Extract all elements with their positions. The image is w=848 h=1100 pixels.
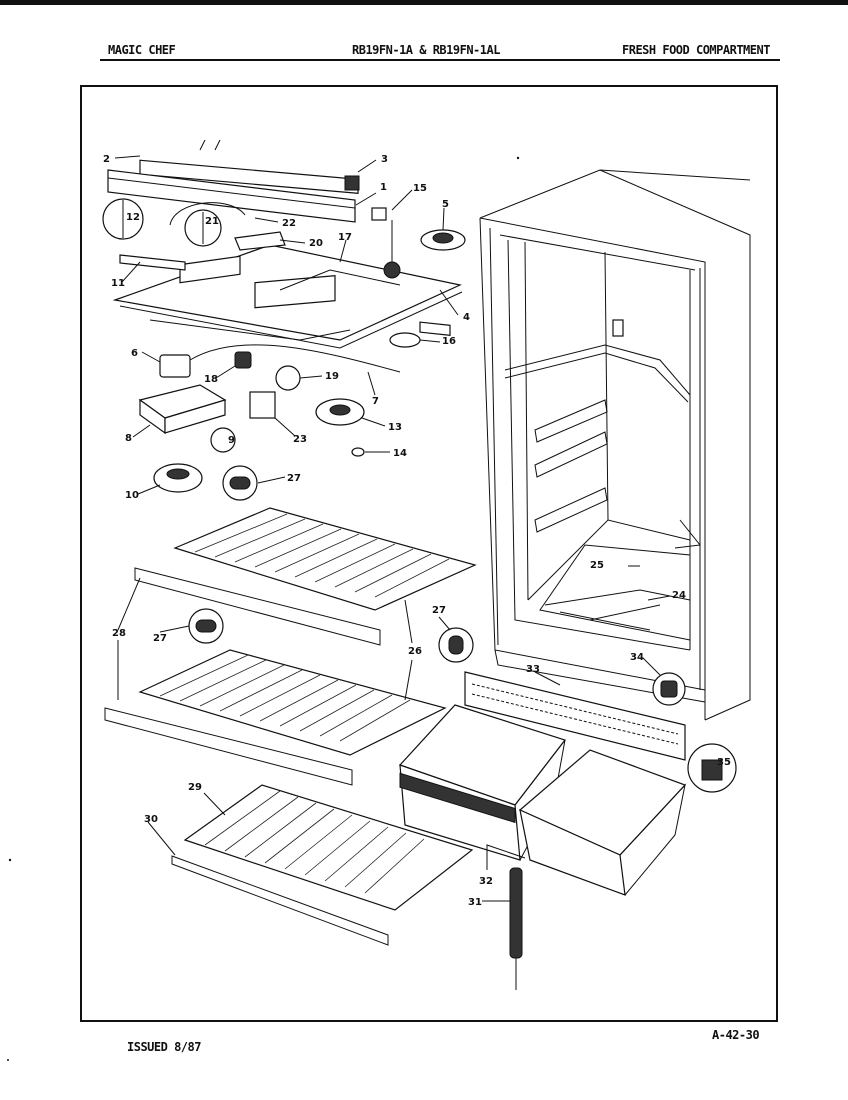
fan-motor [420,229,466,251]
upper-wire-shelf [134,507,477,646]
header-rule [100,59,780,61]
callout-19: 19 [325,371,339,382]
crisper-support-rail [464,671,686,761]
callout-29: 29 [188,782,202,793]
callout-24: 24 [672,590,686,601]
callout-21: 21 [205,216,219,227]
lamp-socket [234,351,252,369]
page-code: A-42-30 [712,1028,760,1042]
callout-30: 30 [144,814,158,825]
callout-13: 13 [388,422,402,433]
scan-dot [8,858,12,862]
scan-dot [7,1059,9,1061]
relay [249,391,276,419]
callout-14: 14 [393,448,407,459]
callout-8: 8 [125,433,132,444]
upper-trim-assembly [107,139,360,223]
callout-3: 3 [381,154,388,165]
callout-27: 27 [153,633,167,644]
detail-circle-21 [169,202,246,247]
callout-27: 27 [432,605,446,616]
top-rule [0,0,848,5]
callout-25: 25 [590,560,604,571]
callout-26: 26 [408,646,422,657]
callout-labels: 1 2 3 4 5 6 7 8 9 10 11 12 13 14 15 16 1… [103,154,731,908]
fan-blade [315,398,365,426]
crisper-cover-shelf [171,784,474,946]
callout-28: 28 [112,628,126,639]
callout-27: 27 [287,473,301,484]
control-box [138,384,227,435]
crisper-drawer-right [518,749,687,896]
issued-date: ISSUED 8/87 [127,1040,201,1054]
callout-32: 32 [479,876,493,887]
leader-lines [114,155,671,902]
refrigerator-cabinet [479,169,751,721]
circle-9 [210,427,236,453]
shelf-support-circle [222,465,258,501]
crisper-drawer-left [398,704,566,861]
callout-35: 35 [717,757,731,768]
lower-wire-shelf [104,649,447,786]
callout-2: 2 [103,154,110,165]
callout-4: 4 [463,312,470,323]
section-label: FRESH FOOD COMPARTMENT [622,43,770,57]
callout-17: 17 [338,232,352,243]
brand-label: MAGIC CHEF [108,43,176,57]
callout-9: 9 [228,435,235,446]
leveling-leg-circle-35 [687,743,737,793]
grommet [389,332,421,348]
callout-1: 1 [380,182,387,193]
callout-5: 5 [442,199,449,210]
callout-18: 18 [204,374,218,385]
drain-tube [509,867,523,990]
callout-34: 34 [630,652,644,663]
callout-15: 15 [413,183,427,194]
bracket [234,231,286,251]
evaporator-fan [153,463,203,493]
callout-10: 10 [125,490,139,501]
model-label: RB19FN-1A & RB19FN-1AL [352,43,500,57]
callout-16: 16 [442,336,456,347]
callout-33: 33 [526,664,540,675]
callout-23: 23 [293,434,307,445]
callout-11: 11 [111,278,125,289]
scan-dot [516,156,520,160]
diagram-frame [80,85,778,1022]
detail-circle-12 [102,198,144,240]
callout-7: 7 [372,396,379,407]
callout-6: 6 [131,348,138,359]
callout-31: 31 [468,897,482,908]
thermostat [159,344,401,378]
shelf-support-circle [188,608,224,644]
roller-circle-34 [652,672,686,706]
shelf-support-circle [438,627,474,663]
callout-12: 12 [126,212,140,223]
callout-22: 22 [282,218,296,229]
washer [351,447,365,457]
control-housing [112,207,463,349]
heater-bracket [119,254,186,271]
callout-20: 20 [309,238,323,249]
lamp-bulb [275,365,301,391]
